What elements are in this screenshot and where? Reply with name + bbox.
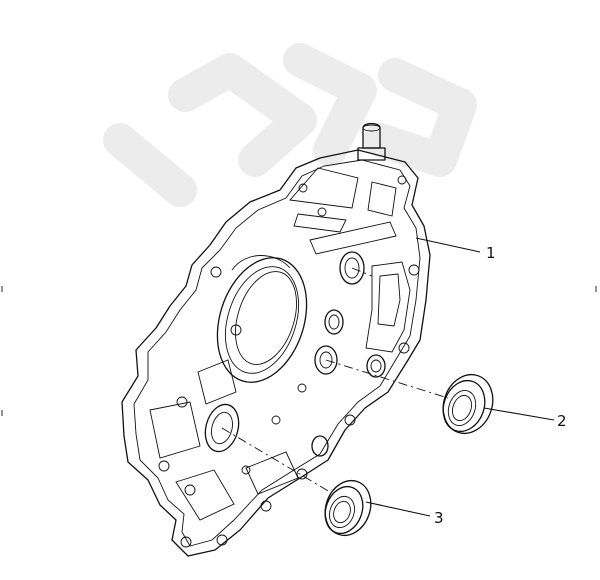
bearing-3 xyxy=(324,479,372,537)
watermark xyxy=(103,43,477,207)
callout-1: 1 xyxy=(486,244,496,262)
crankcase-half xyxy=(121,122,431,557)
callout-3: 3 xyxy=(434,509,444,527)
leader-lines xyxy=(365,237,555,517)
margin-marks xyxy=(1,286,597,416)
bearing-2 xyxy=(442,373,494,435)
callout-2: 2 xyxy=(557,412,567,430)
assembly-axis-lines xyxy=(221,267,449,493)
